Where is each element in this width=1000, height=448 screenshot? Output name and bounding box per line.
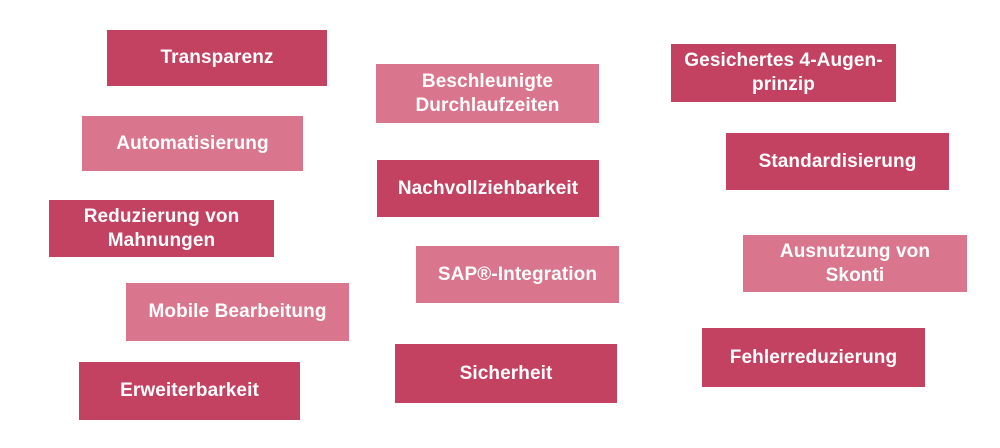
- benefit-badge-automatisierung: Automatisierung: [82, 116, 303, 171]
- benefit-badge-mobile-bearbeitung: Mobile Bearbeitung: [126, 283, 349, 341]
- benefit-badge-ausnutzung-von-skonti: Ausnutzung von Skonti: [743, 235, 967, 292]
- benefit-badge-sap-integration: SAP®-Integration: [416, 246, 619, 303]
- benefit-badge-beschleunigte-durchlaufzeiten: Beschleunigte Durchlaufzeiten: [376, 64, 599, 123]
- benefit-badge-sicherheit: Sicherheit: [395, 344, 617, 403]
- badge-label: Automatisierung: [116, 132, 269, 154]
- badge-label: Beschleunigte Durchlaufzeiten: [415, 70, 560, 116]
- badge-label: Erweiterbarkeit: [120, 380, 259, 402]
- badge-label: Transparenz: [160, 47, 274, 69]
- badge-label: Sicherheit: [459, 362, 553, 384]
- badge-label: Nachvollziehbarkeit: [397, 177, 579, 199]
- badge-label: SAP®-Integration: [437, 263, 598, 285]
- badge-label: Fehlerreduzierung: [729, 346, 898, 368]
- benefit-badge-gesichertes-4-augen-prinzip: Gesichertes 4-Augen-prinzip: [671, 44, 896, 102]
- benefit-badge-transparenz: Transparenz: [107, 30, 327, 86]
- benefit-badge-nachvollziehbarkeit: Nachvollziehbarkeit: [377, 160, 599, 217]
- badge-label: Ausnutzung von Skonti: [779, 240, 931, 286]
- badge-label: Standardisierung: [758, 150, 917, 172]
- benefit-badge-standardisierung: Standardisierung: [726, 133, 949, 190]
- badge-label: Gesichertes 4-Augen-prinzip: [684, 50, 883, 95]
- benefit-badge-reduzierung-von-mahnungen: Reduzierung von Mahnungen: [49, 200, 274, 257]
- benefit-badge-erweiterbarkeit: Erweiterbarkeit: [79, 362, 300, 420]
- badge-label: Reduzierung von Mahnungen: [83, 205, 240, 251]
- badge-label: Mobile Bearbeitung: [148, 301, 327, 323]
- benefit-badge-fehlerreduzierung: Fehlerreduzierung: [702, 328, 925, 387]
